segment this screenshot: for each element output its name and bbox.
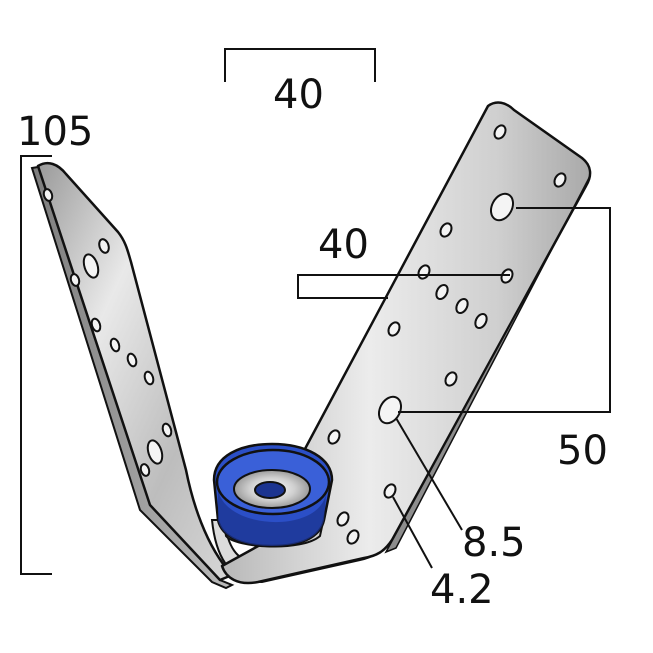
dim-line-hole-spacing (398, 207, 611, 413)
dimension-lines (20, 48, 611, 575)
hole-small (493, 124, 507, 140)
insulator-shade (218, 490, 326, 546)
hole-small (126, 352, 138, 368)
hole-small (444, 371, 458, 387)
hole-large (146, 439, 164, 465)
hole-small (346, 529, 360, 545)
hole-small (439, 222, 453, 238)
dim-label-height: 105 (17, 109, 93, 155)
hole-small (139, 463, 151, 477)
dim-label-top-width: 40 (273, 72, 324, 118)
hole-small (435, 283, 449, 301)
hole-small (455, 297, 469, 315)
dim-label-small-hole: 4.2 (430, 567, 494, 613)
hole-small (161, 422, 173, 438)
hole-small (42, 188, 54, 202)
insulator-center-hole (254, 481, 286, 499)
hole-small (336, 511, 350, 527)
hole-small (553, 172, 567, 188)
dim-line-top-width (224, 48, 376, 82)
hole-large (82, 253, 100, 279)
hole-small (383, 483, 397, 499)
dim-label-hole-spacing: 50 (557, 428, 608, 474)
rubber-insulator (212, 442, 334, 548)
right-plate-edge (384, 175, 591, 554)
right-plate-holes (327, 124, 567, 545)
hole-large-bottom (377, 395, 403, 425)
hole-small (387, 321, 401, 337)
left-plate-holes (42, 188, 173, 477)
left-plate (36, 162, 234, 582)
leader-small-hole (392, 496, 433, 569)
hole-small (327, 429, 341, 445)
dim-line-height (20, 155, 52, 575)
hole-small (109, 337, 121, 353)
leader-large-hole (395, 417, 463, 531)
hole-small (474, 312, 488, 330)
dim-label-inner-width: 40 (318, 222, 369, 268)
hole-small (90, 317, 102, 333)
hole-small (69, 273, 81, 287)
hole-small (98, 238, 110, 254)
dim-label-large-hole: 8.5 (462, 520, 526, 566)
dim-line-inner-width (297, 274, 510, 299)
hole-large-top (489, 192, 515, 222)
hole-small (143, 370, 155, 386)
